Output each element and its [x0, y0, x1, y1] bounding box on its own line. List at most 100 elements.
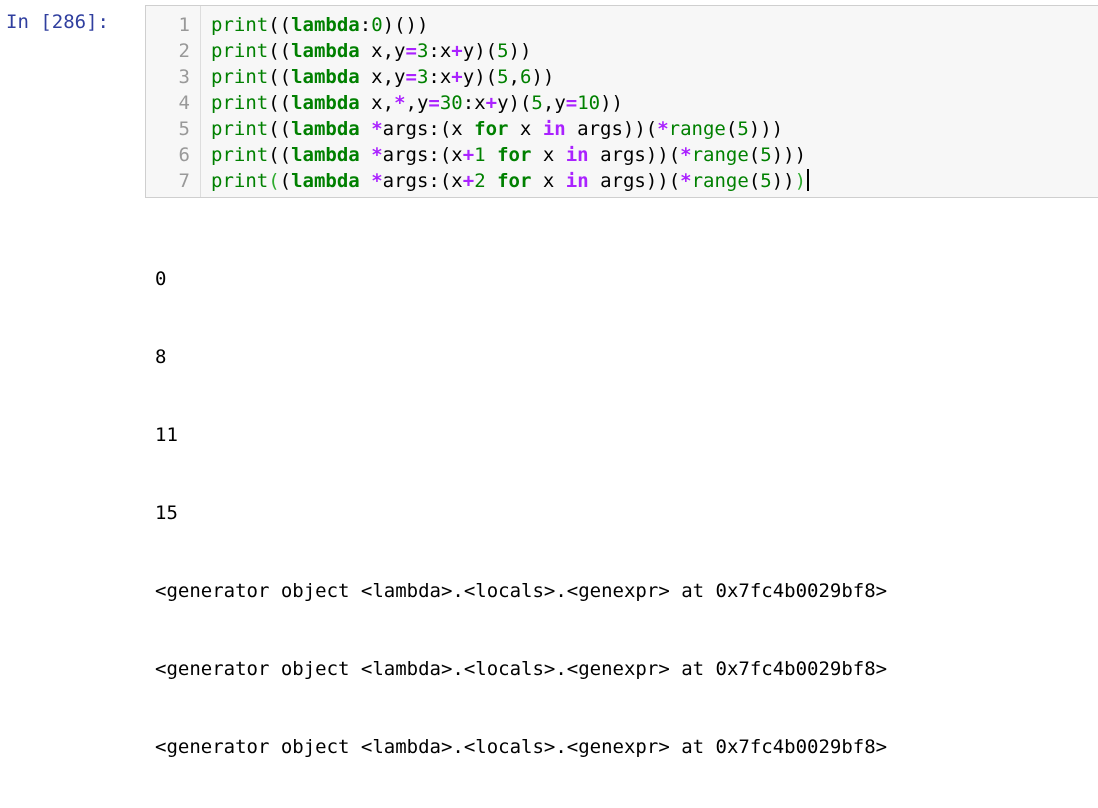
operator-token: * — [657, 118, 669, 140]
number-token: 5 — [497, 40, 509, 62]
number-token: 1 — [474, 144, 486, 166]
code-token: x — [508, 118, 543, 140]
code-token — [360, 144, 371, 166]
number-token: 30 — [439, 92, 463, 114]
builtin-token: range — [691, 170, 749, 192]
operator-token: * — [371, 144, 383, 166]
code-token: y)( — [497, 92, 532, 114]
keyword-token: lambda — [291, 66, 360, 88]
code-editor[interactable]: 1 2 3 4 5 6 7 print((lambda:0)()) print(… — [145, 5, 1098, 198]
builtin-token: print — [211, 66, 269, 88]
code-token: :x — [428, 40, 452, 62]
cell-output: 0 8 11 15 <generator object <lambda>.<lo… — [155, 214, 887, 808]
code-token: x — [531, 170, 566, 192]
code-token: (( — [268, 92, 292, 114]
builtin-token: range — [668, 118, 726, 140]
code-token: )) — [508, 40, 532, 62]
number-token: 5 — [737, 118, 749, 140]
line-number: 4 — [178, 92, 190, 114]
builtin-token: print — [211, 14, 269, 36]
output-line: 11 — [155, 424, 178, 446]
code-token: args:(x — [382, 144, 463, 166]
matched-bracket: ) — [794, 170, 807, 192]
code-token: y)( — [462, 66, 498, 88]
code-token — [360, 118, 371, 140]
keyword-token: lambda — [291, 170, 360, 192]
code-line-4[interactable]: print((lambda x,*,y=30:x+y)(5,y=10)) — [211, 90, 623, 116]
builtin-token: print — [211, 92, 269, 114]
operator-token: in — [565, 170, 589, 192]
operator-token: + — [451, 66, 463, 88]
keyword-token: lambda — [291, 144, 360, 166]
code-token: (( — [268, 14, 292, 36]
line-number: 1 — [178, 14, 190, 36]
code-token: ,y — [542, 92, 566, 114]
code-token: x — [531, 144, 566, 166]
code-line-1[interactable]: print((lambda:0)()) — [211, 12, 428, 38]
builtin-token: print — [211, 144, 269, 166]
operator-token: + — [485, 92, 498, 114]
number-token: 3 — [416, 40, 429, 62]
code-line-7[interactable]: print((lambda *args:(x+2 for x in args))… — [211, 168, 810, 194]
operator-token: + — [451, 40, 463, 62]
operator-token: * — [680, 170, 692, 192]
line-number: 2 — [178, 40, 190, 62]
code-token: ))) — [748, 118, 784, 140]
number-token: 3 — [416, 66, 429, 88]
operator-token: * — [371, 118, 383, 140]
operator-token: + — [462, 144, 475, 166]
number-token: 0 — [371, 14, 383, 36]
code-token — [486, 170, 497, 192]
operator-token: * — [680, 144, 692, 166]
number-token: 6 — [519, 66, 532, 88]
text-cursor — [807, 169, 810, 191]
operator-token: = — [428, 92, 440, 114]
code-token: ( — [279, 170, 292, 192]
operator-token: in — [542, 118, 566, 140]
code-token: (( — [268, 144, 292, 166]
code-token: ( — [725, 118, 738, 140]
code-token: args:(x — [382, 118, 475, 140]
line-number: 3 — [178, 66, 190, 88]
number-token: 5 — [760, 170, 772, 192]
builtin-token: range — [691, 144, 749, 166]
keyword-token: for — [497, 170, 532, 192]
code-token: )) — [771, 170, 795, 192]
code-token: ))) — [771, 144, 807, 166]
output-line: 8 — [155, 346, 167, 368]
code-line-2[interactable]: print((lambda x,y=3:x+y)(5)) — [211, 38, 531, 64]
input-prompt: In [286]: — [6, 11, 109, 33]
code-token: ,y — [405, 92, 429, 114]
code-token: ( — [748, 170, 761, 192]
code-line-5[interactable]: print((lambda *args:(x for x in args))(*… — [211, 116, 783, 142]
line-number: 7 — [178, 170, 190, 192]
builtin-token: print — [211, 170, 269, 192]
output-line: <generator object <lambda>.<locals>.<gen… — [155, 580, 888, 602]
code-token — [486, 144, 497, 166]
code-token: )) — [531, 66, 555, 88]
code-token: )()) — [382, 14, 429, 36]
code-token: x, — [359, 92, 395, 114]
number-token: 10 — [577, 92, 601, 114]
operator-token: + — [462, 170, 475, 192]
code-token: (( — [268, 40, 292, 62]
code-token: x,y — [359, 66, 406, 88]
code-token: y)( — [462, 40, 498, 62]
keyword-token: for — [474, 118, 509, 140]
operator-token: * — [371, 170, 383, 192]
builtin-token: print — [211, 40, 269, 62]
output-line: <generator object <lambda>.<locals>.<gen… — [155, 736, 888, 758]
code-token — [360, 170, 371, 192]
keyword-token: lambda — [291, 118, 360, 140]
output-line: <generator object <lambda>.<locals>.<gen… — [155, 658, 888, 680]
keyword-token: for — [497, 144, 532, 166]
keyword-token: lambda — [291, 92, 360, 114]
number-token: 5 — [760, 144, 772, 166]
code-line-6[interactable]: print((lambda *args:(x+1 for x in args))… — [211, 142, 806, 168]
code-line-3[interactable]: print((lambda x,y=3:x+y)(5,6)) — [211, 64, 554, 90]
code-token: x,y — [359, 40, 406, 62]
code-token: )) — [600, 92, 623, 114]
code-token: (( — [268, 66, 292, 88]
output-line: 0 — [155, 268, 167, 290]
code-token: args))( — [588, 144, 681, 166]
